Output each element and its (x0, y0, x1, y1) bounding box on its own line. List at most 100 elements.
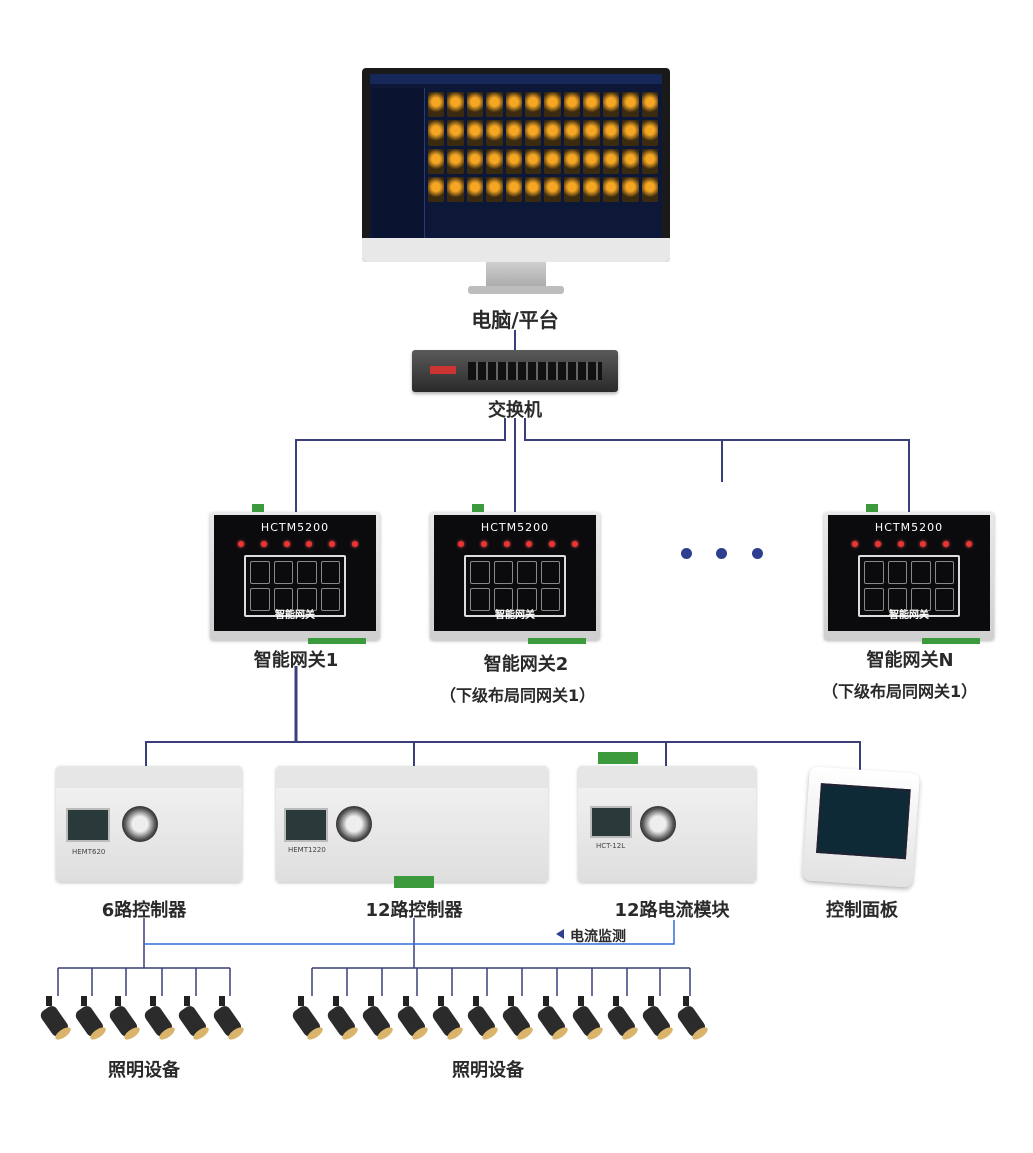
ellipsis-dot (752, 548, 763, 559)
spotlight-icon (395, 996, 429, 1044)
gateway-2-note: （下级布局同网关1） (440, 686, 596, 705)
screen-tile (563, 148, 581, 174)
spotlight-icon (500, 996, 534, 1044)
gateway-model: HCTM5200 (480, 521, 550, 534)
switch-label: 交换机 (488, 400, 542, 421)
link-switch-gateway1 (295, 418, 506, 512)
gateway-2-device: HCTM5200 智能网关 (430, 504, 600, 644)
screen-tile (525, 176, 542, 202)
spotlight-icon (107, 996, 141, 1044)
screen-tile (505, 176, 523, 202)
screen-tile (563, 176, 581, 202)
control-panel-screen (816, 783, 911, 860)
screen-tile (466, 120, 484, 146)
link-switch-gatewayN (524, 418, 910, 512)
current-module-label: 12路电流模块 (614, 900, 730, 921)
spotlight-icon (535, 996, 569, 1044)
lamp-lines-right (311, 918, 691, 996)
screen-tile (641, 120, 658, 146)
screen-tile (447, 148, 464, 174)
bus-line (145, 741, 861, 770)
screen-tile (428, 92, 445, 118)
screen-tile (544, 176, 561, 202)
screen-tile (583, 176, 600, 202)
current-module-device: HCT-12L (578, 752, 756, 882)
screen-tile (525, 92, 542, 118)
current-monitor-line (144, 920, 675, 945)
computer-monitor (362, 68, 670, 262)
spotlight-icon (360, 996, 394, 1044)
screen-tile (428, 120, 445, 146)
screen-tile (641, 176, 658, 202)
gateway-2-label: 智能网关2 (483, 654, 569, 675)
control-panel-device (802, 766, 920, 888)
controller-6-model: HEMT620 (72, 848, 106, 856)
screen-tile (447, 92, 464, 118)
screen-tile (525, 148, 542, 174)
spotlight-icon (675, 996, 709, 1044)
monitor-stand (486, 262, 546, 288)
monitor-screen (370, 74, 662, 238)
screen-tile (602, 120, 620, 146)
screen-tile (428, 176, 445, 202)
spotlight-icon (640, 996, 674, 1044)
current-monitor-label: 电流监测 (570, 929, 626, 945)
gateway-name: 智能网关 (495, 610, 535, 621)
gateway-n-label: 智能网关N (866, 650, 954, 671)
controller-6-device: HEMT620 (56, 766, 242, 882)
screen-tile (583, 92, 600, 118)
screen-tile (525, 120, 542, 146)
screen-tile (466, 92, 484, 118)
network-switch (412, 350, 618, 392)
screen-tile (447, 120, 464, 146)
screen-tile (466, 176, 484, 202)
spotlight-icon (605, 996, 639, 1044)
screen-tile (466, 148, 484, 174)
screen-tile (641, 148, 658, 174)
screen-tile (505, 148, 523, 174)
controller-12-device: HEMT1220 (276, 766, 548, 882)
screen-tile (563, 120, 581, 146)
lighting-left-label: 照明设备 (108, 1060, 180, 1081)
spotlight-icon (430, 996, 464, 1044)
current-module-model: HCT-12L (596, 842, 626, 850)
screen-tile (447, 176, 464, 202)
controller-12-terminal (394, 876, 434, 888)
gateway-model: HCTM5200 (260, 521, 330, 534)
screen-tile (622, 120, 639, 146)
spotlight-icon (465, 996, 499, 1044)
screen-tile (583, 148, 600, 174)
screen-tile (622, 176, 639, 202)
gateway-n-note: （下级布局同网关1） (822, 682, 978, 701)
lamp-lines-left (57, 918, 231, 996)
screen-tile (622, 92, 639, 118)
spotlight-icon (325, 996, 359, 1044)
screen-tile (486, 148, 503, 174)
gateway-1-device: HCTM5200 智能网关 (210, 504, 380, 644)
controller-6-label: 6路控制器 (101, 900, 187, 921)
gateway-model: HCTM5200 (874, 521, 944, 534)
spotlight-icon (38, 996, 72, 1044)
gateway-name: 智能网关 (889, 610, 929, 621)
gateway-n-device: HCTM5200 智能网关 (824, 504, 994, 644)
screen-tile (641, 92, 658, 118)
gateway-1-label: 智能网关1 (253, 650, 339, 671)
screen-tile (602, 176, 620, 202)
screen-tile (563, 92, 581, 118)
screen-tile (602, 92, 620, 118)
screen-tile (428, 148, 445, 174)
screen-tile (486, 176, 503, 202)
spotlight-icon (142, 996, 176, 1044)
spotlight-icon (73, 996, 107, 1044)
controller-12-model: HEMT1220 (288, 846, 326, 854)
ellipsis-dot (716, 548, 727, 559)
switch-ports (468, 362, 602, 380)
lighting-right-label: 照明设备 (452, 1060, 524, 1081)
screen-tile-grid (428, 92, 658, 202)
screen-tile (505, 92, 523, 118)
computer-label: 电脑/平台 (471, 308, 559, 332)
ellipsis-dot (681, 548, 692, 559)
screen-tile (544, 120, 561, 146)
screen-tile (486, 120, 503, 146)
